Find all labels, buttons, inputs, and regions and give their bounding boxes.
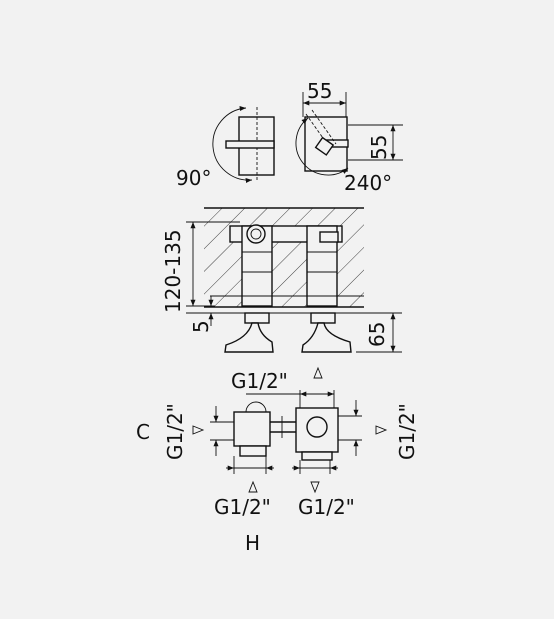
plan-view [192, 366, 388, 494]
conn-top-label: G1/2" [231, 369, 288, 393]
handle-top-view-left [212, 106, 275, 184]
conn-left-label: G1/2" [163, 403, 187, 460]
handle-top-view-right [295, 92, 403, 176]
cold-label: C [136, 420, 150, 444]
dim-height-range: 120-135 [161, 229, 185, 313]
dim-spout-height: 65 [365, 322, 389, 347]
conn-right-label: G1/2" [395, 403, 419, 460]
hot-label: H [245, 531, 260, 555]
dim-handle-width: 55 [307, 79, 332, 103]
elevation-view [186, 207, 402, 353]
rotation-label-right: 240° [344, 171, 392, 195]
dim-handle-height: 55 [367, 135, 391, 160]
conn-bottom-right-label: G1/2" [298, 495, 355, 519]
dim-base-offset: 5 [189, 320, 213, 333]
conn-bottom-left-label: G1/2" [214, 495, 271, 519]
rotation-label-left: 90° [176, 166, 211, 190]
